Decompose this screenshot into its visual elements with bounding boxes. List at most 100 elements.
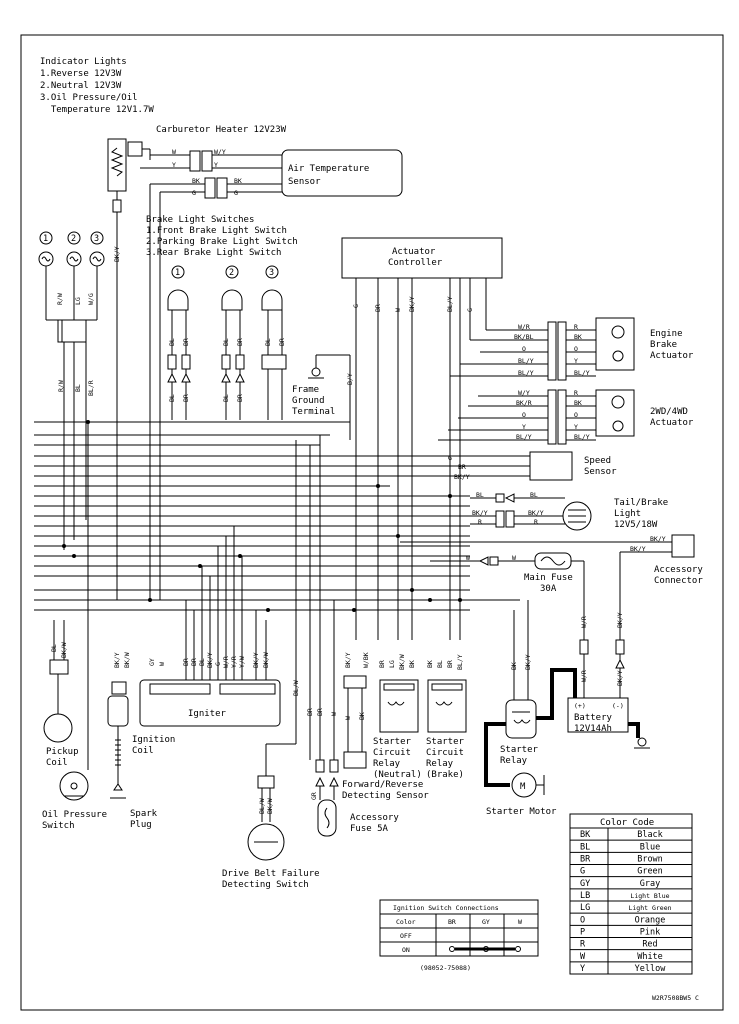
- actuator-label: 2WD/4WD: [650, 407, 688, 417]
- wire-label: BK: [192, 177, 200, 185]
- wire-label: R: [534, 518, 538, 526]
- wire-label: BK/Y: [408, 296, 416, 312]
- wire-label: BR: [182, 394, 190, 402]
- ground-label: Frame: [292, 385, 319, 395]
- fuse-label: Fuse 5A: [350, 824, 389, 834]
- actuator-label: Actuator: [650, 351, 694, 361]
- relay-label: Relay: [500, 756, 528, 766]
- sensor-label: Sensor: [288, 177, 321, 187]
- color-code-abbr: P: [580, 928, 585, 938]
- wire-label: BK/Y: [113, 246, 121, 262]
- switch-label: Oil Pressure: [42, 810, 107, 820]
- motor-symbol: M: [520, 782, 526, 792]
- indicator-lamps: 1 2 3 R/W LG W/G R/W BL BL/R: [38, 231, 105, 550]
- wire-label: BK/Y: [344, 652, 352, 668]
- indicator-item: 2.Neutral 12V3W: [40, 81, 122, 91]
- wire-label: BL: [50, 644, 58, 652]
- wire-label: BR: [306, 708, 314, 716]
- wire-label: BK/W: [60, 642, 68, 658]
- starter-circuit-relay-neutral: BR LG BK/W BK Starter Circuit Relay (Neu…: [373, 654, 422, 780]
- wire-label: R/W: [57, 380, 65, 392]
- coil-label: Pickup: [46, 747, 79, 757]
- wire-label: BR: [236, 338, 244, 346]
- wire-label: Y: [522, 423, 526, 431]
- wire-label: W/Y: [214, 148, 226, 156]
- wire-label: GR: [310, 792, 318, 800]
- wire-label: BL: [168, 338, 176, 346]
- wire-label: BK/Y: [650, 535, 666, 543]
- wire-label: O: [574, 411, 578, 419]
- wire-label: O: [522, 345, 526, 353]
- drawing-code: W2R7508BW5 C: [652, 994, 699, 1002]
- wire-label: BK/Y: [616, 670, 624, 686]
- wire-label: G: [448, 454, 452, 462]
- wire-label: BL: [222, 394, 230, 402]
- brake-switch-item: 1.Front Brake Light Switch: [146, 226, 287, 236]
- color-code-abbr: GY: [580, 879, 590, 889]
- wire-label: BK: [234, 177, 242, 185]
- fuse-label: 30A: [540, 584, 557, 594]
- fuse-label: Accessory: [350, 813, 399, 823]
- wire-label: W/G: [87, 293, 95, 305]
- wire-label: BK/W: [398, 654, 406, 670]
- sensor-label: Speed: [584, 456, 611, 466]
- battery-terminal: (+): [574, 702, 586, 710]
- switch-label: Switch: [42, 821, 75, 831]
- switch-label: Drive Belt Failure: [222, 869, 320, 879]
- indicator-lights-legend: Indicator Lights 1.Reverse 12V3W 2.Neutr…: [40, 57, 154, 115]
- plug-label: Plug: [130, 820, 152, 830]
- color-code-name: Brown: [637, 855, 663, 865]
- relay-label: Starter: [500, 745, 539, 755]
- main-fuse: W W Main Fuse 30A: [430, 552, 585, 700]
- color-code-name: Green: [637, 867, 663, 877]
- color-code-name: Light Blue: [630, 892, 669, 900]
- color-code-abbr: R: [580, 940, 586, 950]
- table-header: GY: [482, 918, 490, 926]
- carburetor-heater: [107, 138, 150, 600]
- indicator-item: 3.Oil Pressure/Oil: [40, 93, 138, 103]
- wire-label: BK/Y: [113, 652, 121, 668]
- accessory-connector: BK/Y BK/Y Accessory Connector: [397, 278, 703, 700]
- wire-label: O: [522, 411, 526, 419]
- frame-ground-terminal: Frame Ground Terminal B/Y: [292, 354, 354, 440]
- color-code-abbr: O: [580, 915, 585, 925]
- actuator-label: Brake: [650, 340, 677, 350]
- color-code-name: Light Green: [628, 904, 671, 912]
- coil-label: Ignition: [132, 735, 175, 745]
- ignition-switch-table: Ignition Switch Connections Color BR GY …: [379, 899, 539, 972]
- wire-label: BK: [510, 662, 518, 670]
- wire-label: R: [478, 518, 482, 526]
- brake-light-switches: 1 2 3 BL BR BL BR BL BR BL BR BL BR: [167, 265, 287, 420]
- wire-label: BL: [264, 338, 272, 346]
- indicator-title: Indicator Lights: [40, 57, 127, 67]
- wire-label: W: [512, 554, 516, 562]
- 2wd-4wd-actuator: W/Y BK/R O Y BL/Y R BK O Y BL/Y 2WD/4WD …: [438, 389, 694, 445]
- wire-label: BL: [222, 338, 230, 346]
- circle-number: 2: [71, 234, 76, 244]
- indicator-item: 1.Reverse 12V3W: [40, 69, 122, 79]
- wire-label: BL/R: [87, 380, 95, 396]
- wire-label: BL/Y: [516, 433, 532, 441]
- light-label: Tail/Brake: [614, 498, 668, 508]
- wire-label: O: [574, 345, 578, 353]
- wire-label: BR: [446, 660, 454, 668]
- battery-terminal: (-): [612, 702, 624, 710]
- color-code-abbr: BR: [580, 855, 591, 865]
- page-frame: [20, 34, 724, 1011]
- speed-sensor: G BR BK/Y Speed Sensor: [448, 451, 617, 481]
- wire-label: BL/Y: [456, 654, 464, 670]
- color-code-abbr: W: [580, 952, 586, 962]
- relay-label: Relay: [426, 759, 454, 769]
- color-code-abbr: BK: [580, 830, 591, 840]
- wire-label: BK/Y: [472, 509, 488, 517]
- wire-label: BR: [458, 463, 466, 471]
- wire-label: R: [574, 389, 578, 397]
- switch-label: Detecting Switch: [222, 880, 309, 890]
- connector-label: Connector: [654, 576, 703, 586]
- wire-label: BR: [378, 660, 386, 668]
- color-code-name: Yellow: [635, 964, 667, 974]
- wire-label: BK/Y: [616, 612, 624, 628]
- indicator-item: Temperature 12V1.7W: [40, 105, 154, 115]
- wire-label: BK/Y: [524, 654, 532, 670]
- wire-label: LG: [74, 297, 82, 305]
